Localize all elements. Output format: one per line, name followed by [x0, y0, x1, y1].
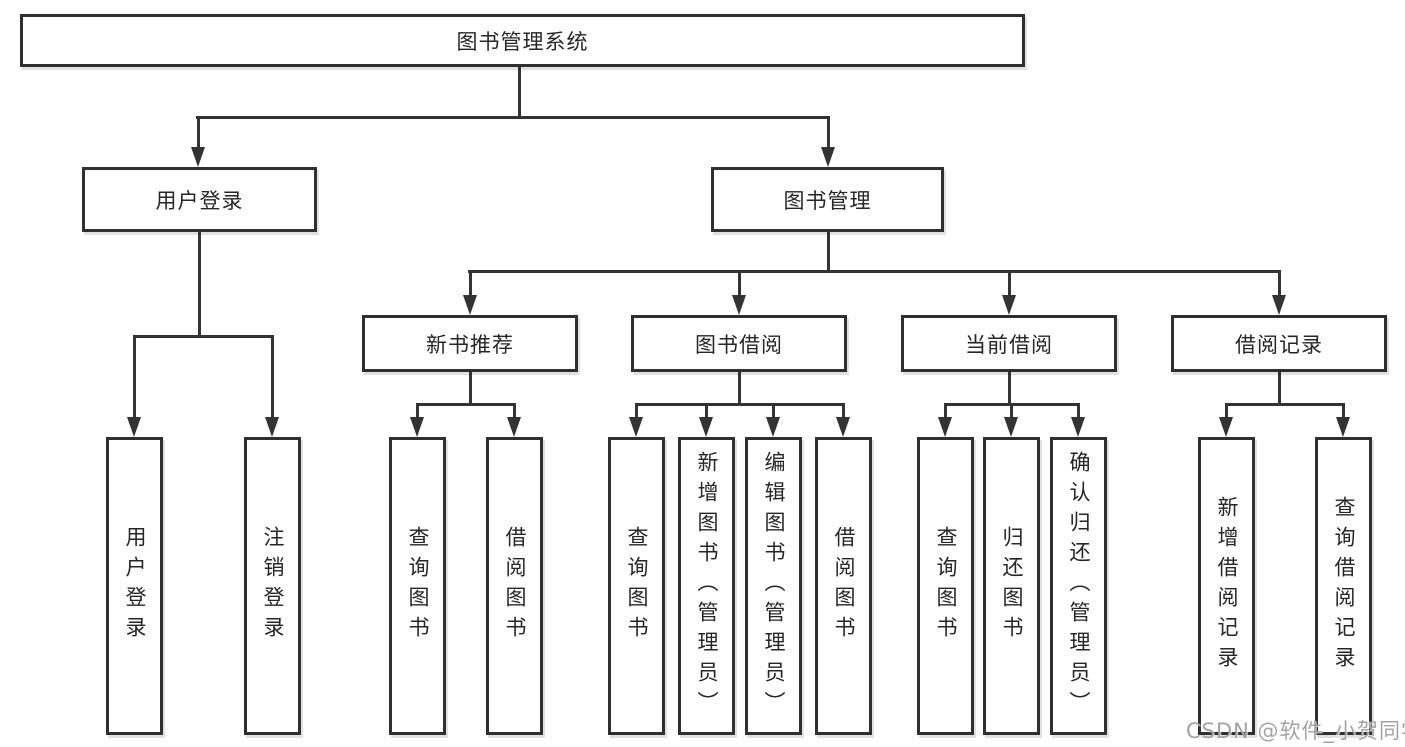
leaf-query-books-borrowing: 查询图书	[608, 437, 665, 735]
arrowhead	[1272, 295, 1286, 315]
connector-line	[772, 403, 775, 418]
connector-line	[827, 116, 830, 148]
connector-line	[1077, 403, 1080, 418]
arrowhead	[265, 417, 279, 437]
connector-line	[944, 403, 947, 418]
arrowhead	[507, 417, 521, 437]
arrowhead	[836, 417, 850, 437]
node-book-management: 图书管理	[711, 167, 944, 232]
arrowhead	[1071, 417, 1085, 437]
connector-line	[842, 403, 845, 418]
connector-line	[133, 335, 136, 418]
connector-line	[469, 372, 472, 405]
leaf-borrow-books-recommend: 借阅图书	[486, 437, 543, 735]
leaf-edit-book-admin: 编辑图书（管理员）	[745, 437, 802, 735]
leaf-query-borrow-record: 查询借阅记录	[1315, 437, 1372, 735]
connector-line	[416, 403, 516, 406]
connector-line	[635, 403, 638, 418]
connector-line	[1342, 403, 1345, 418]
arrowhead	[629, 417, 643, 437]
arrowhead	[1002, 295, 1016, 315]
leaf-query-books-current: 查询图书	[917, 437, 974, 735]
node-book-borrowing: 图书借阅	[631, 315, 847, 372]
connector-line	[827, 232, 830, 273]
connector-line	[1278, 372, 1281, 405]
connector-line	[705, 403, 708, 418]
connector-line	[738, 372, 741, 405]
connector-line	[1008, 270, 1011, 296]
connector-line	[1010, 403, 1013, 418]
leaf-logout: 注销登录	[244, 437, 301, 735]
arrowhead	[191, 147, 205, 167]
node-borrowing-records: 借阅记录	[1171, 315, 1387, 372]
connector-line	[1225, 403, 1345, 406]
connector-line	[1225, 403, 1228, 418]
arrowhead	[732, 295, 746, 315]
arrowhead	[938, 417, 952, 437]
connector-line	[416, 403, 419, 418]
connector-line	[738, 270, 741, 296]
connector-line	[513, 403, 516, 418]
connector-line	[468, 270, 1281, 273]
connector-line	[518, 66, 521, 119]
node-root-library-system: 图书管理系统	[20, 14, 1025, 67]
arrowhead	[1336, 417, 1350, 437]
connector-line	[635, 403, 845, 406]
connector-line	[197, 116, 200, 148]
leaf-add-book-admin: 新增图书（管理员）	[678, 437, 735, 735]
arrowhead	[127, 417, 141, 437]
arrowhead	[1219, 417, 1233, 437]
connector-line	[198, 232, 201, 338]
arrowhead	[766, 417, 780, 437]
connector-line	[1008, 372, 1011, 405]
node-new-book-recommend: 新书推荐	[362, 315, 578, 372]
arrowhead	[821, 147, 835, 167]
arrowhead	[1004, 417, 1018, 437]
arrowhead	[410, 417, 424, 437]
connector-line	[1278, 270, 1281, 296]
leaf-confirm-return-admin: 确认归还（管理员）	[1050, 437, 1107, 735]
connector-line	[196, 116, 830, 119]
node-current-borrowing: 当前借阅	[901, 315, 1117, 372]
leaf-return-book: 归还图书	[983, 437, 1040, 735]
watermark: CSDN @软件_小贺同学	[1186, 719, 1405, 743]
connector-line	[133, 335, 274, 338]
connector-line	[271, 335, 274, 418]
arrowhead	[463, 295, 477, 315]
leaf-user-login: 用户登录	[106, 437, 163, 735]
leaf-borrow-books-borrowing: 借阅图书	[815, 437, 872, 735]
arrowhead	[699, 417, 713, 437]
node-user-login: 用户登录	[82, 167, 317, 232]
leaf-add-borrow-record: 新增借阅记录	[1198, 437, 1255, 735]
connector-line	[469, 270, 472, 296]
leaf-query-books-recommend: 查询图书	[389, 437, 446, 735]
